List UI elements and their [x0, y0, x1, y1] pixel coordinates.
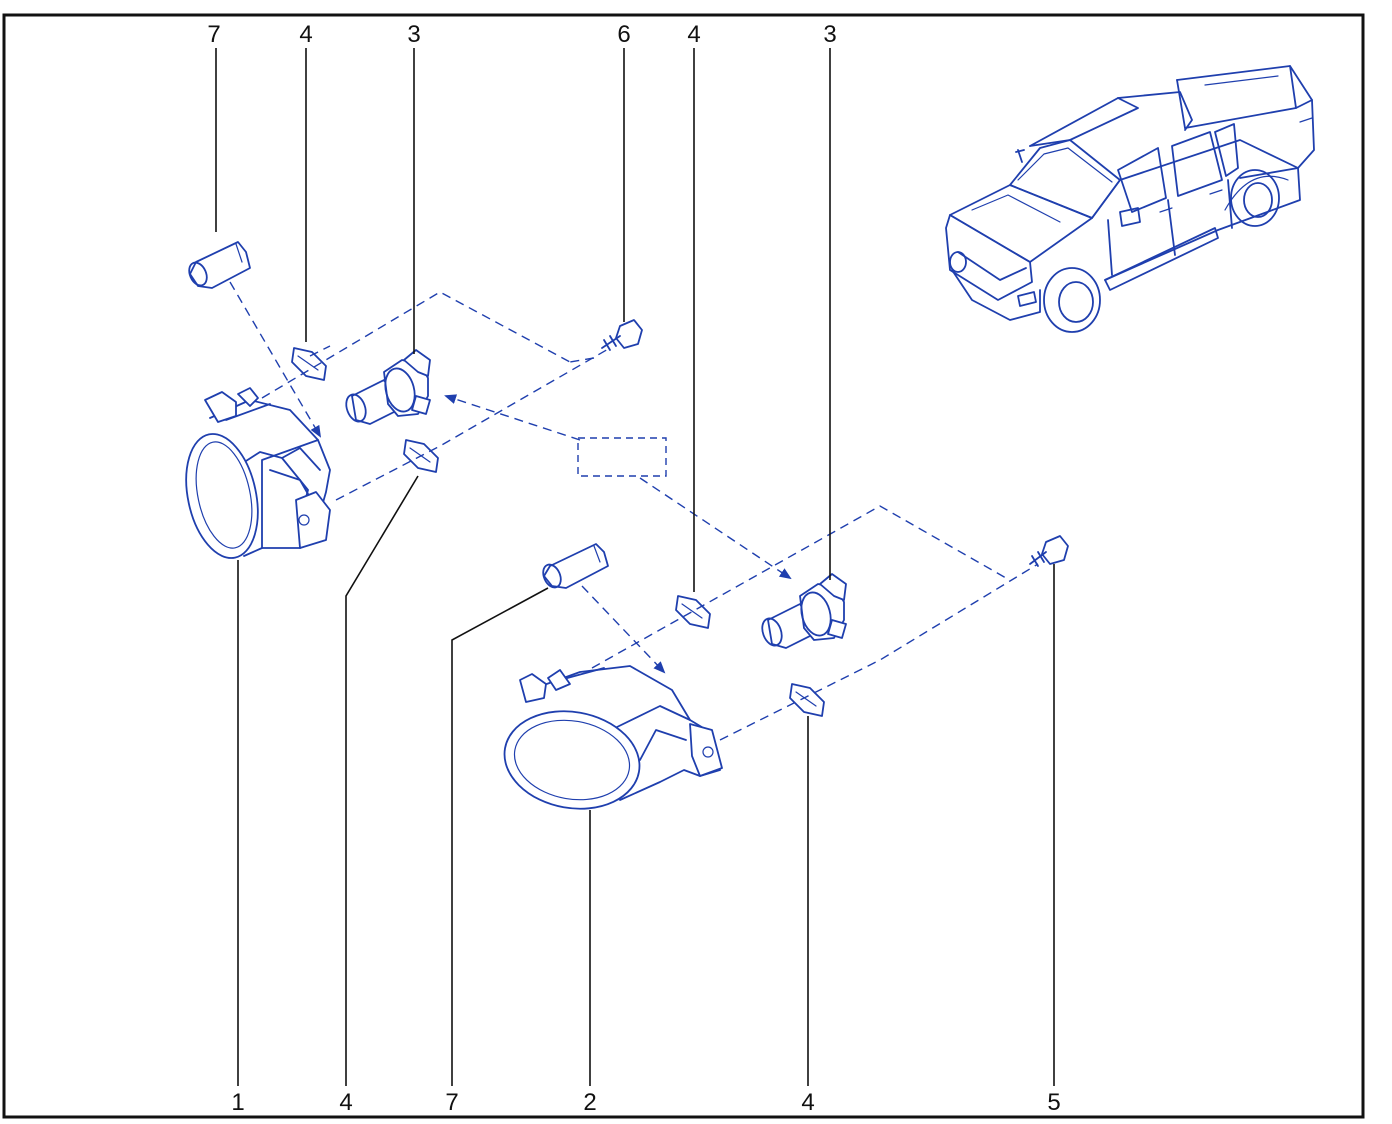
- diagram-frame: [2, 13, 1365, 1119]
- bulb-holder-icon: [345, 349, 431, 425]
- reference-dashed-box: [577, 437, 667, 477]
- callout-top-4b: 4: [687, 21, 700, 48]
- callout-bottom-4: 4: [339, 1089, 352, 1116]
- callout-bottom-1: 1: [231, 1089, 244, 1116]
- pickup-truck-icon: [945, 65, 1315, 333]
- leader-lines: [215, 48, 1055, 1086]
- callout-bottom-4b: 4: [801, 1089, 814, 1116]
- clip-icon: [291, 347, 327, 381]
- callout-top-4: 4: [299, 21, 312, 48]
- fog-lamp-right-icon: [503, 665, 723, 810]
- bulb-icon: [188, 241, 251, 289]
- assembly-lines-right: [581, 477, 1039, 741]
- callout-bottom-7: 7: [445, 1089, 458, 1116]
- bulb-holder-icon: [761, 573, 847, 649]
- fog-lamp-left-icon: [185, 387, 331, 559]
- assembly-lines-left: [229, 281, 611, 501]
- callout-top-6: 6: [617, 21, 630, 48]
- callout-top-3b: 3: [823, 21, 836, 48]
- callout-bottom-5: 5: [1047, 1089, 1060, 1116]
- screw-icon: [601, 319, 643, 351]
- clip-icon: [675, 595, 711, 629]
- callout-top-7: 7: [207, 21, 220, 48]
- callout-top-3: 3: [407, 21, 420, 48]
- clip-icon: [789, 683, 825, 717]
- bulb-icon: [542, 543, 609, 589]
- callout-bottom-2: 2: [583, 1089, 596, 1116]
